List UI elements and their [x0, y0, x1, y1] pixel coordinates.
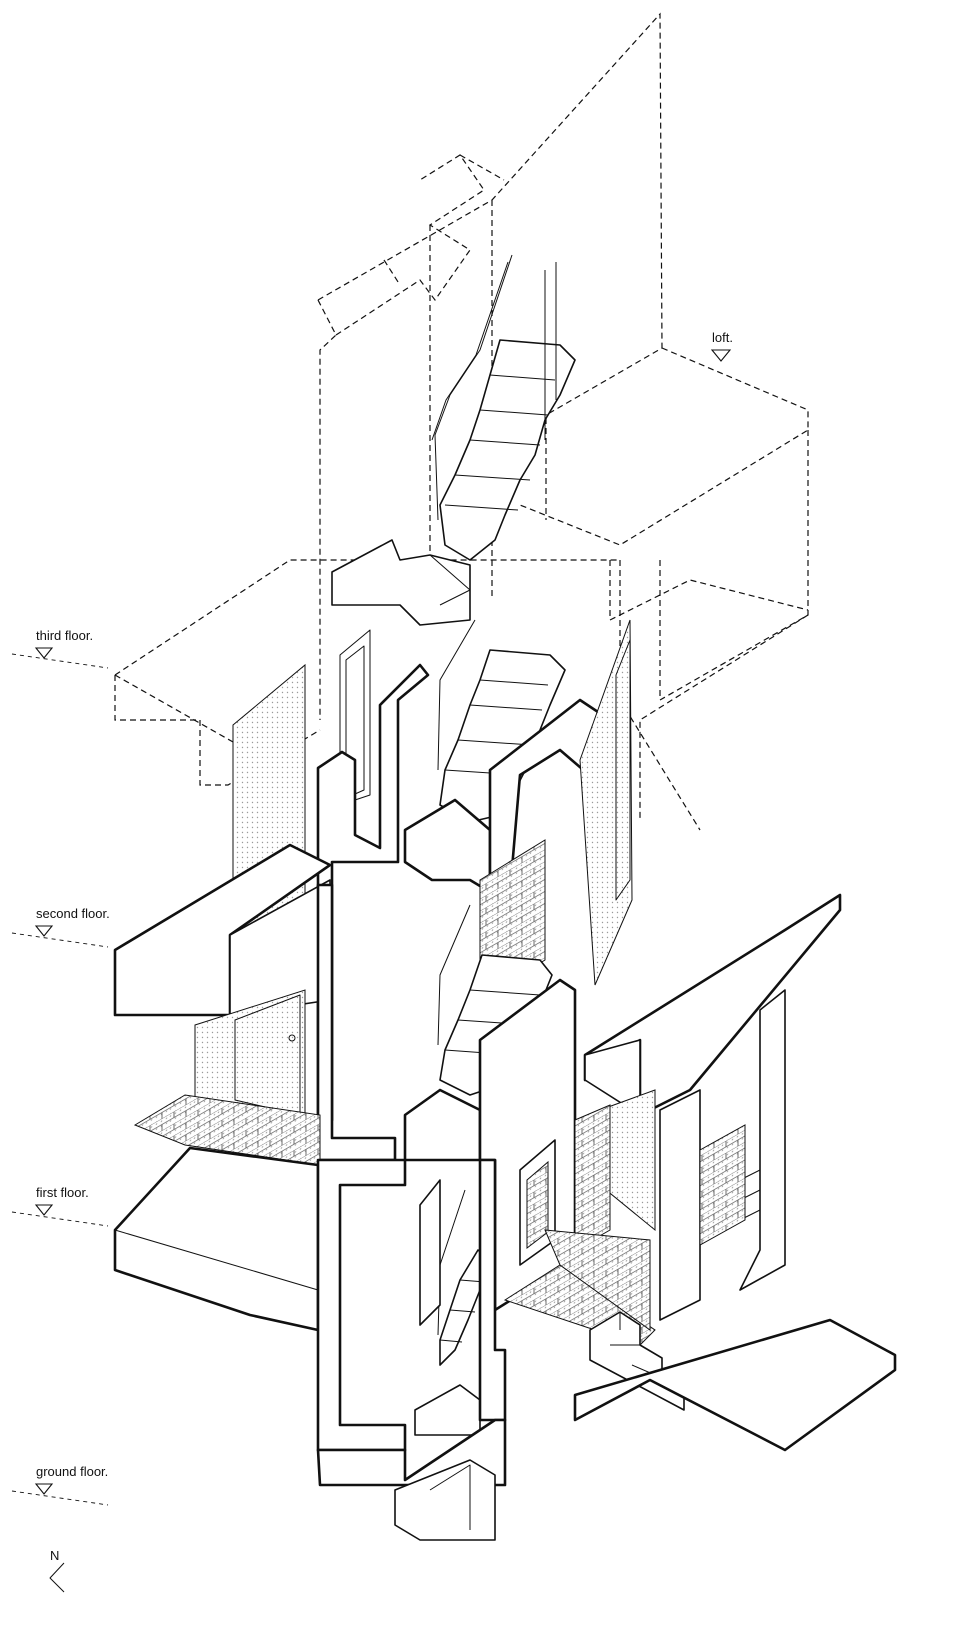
north-arrow-icon — [49, 1562, 65, 1593]
level-marker-icon — [34, 1483, 54, 1495]
level-loft: loft. — [710, 330, 733, 362]
right-extension-walls — [659, 989, 786, 1321]
brick-wall-left-plinth — [133, 1094, 321, 1166]
level-third-floor: third floor. — [11, 628, 109, 669]
loft-floor-dashed — [519, 347, 809, 701]
right-extension-floor-slab — [573, 1318, 897, 1452]
level-first-floor: first floor. — [11, 1185, 109, 1227]
level-label-second-floor: second floor. — [36, 906, 110, 921]
level-ground-floor: ground floor. — [11, 1464, 108, 1506]
level-marker-icon — [34, 1204, 54, 1216]
north-label: N — [50, 1548, 59, 1563]
level-marker-icon — [34, 925, 54, 937]
stair-upper-flight — [331, 254, 576, 626]
stair-first-flight — [414, 1189, 491, 1436]
third-floor-wall-section — [316, 663, 612, 1122]
level-label-first-floor: first floor. — [36, 1185, 89, 1200]
level-marker-icon — [710, 349, 732, 362]
foundation-plinth — [316, 1418, 507, 1541]
level-label-third-floor: third floor. — [36, 628, 93, 643]
first-floor-left-slab — [113, 1146, 320, 1332]
level-label-loft: loft. — [712, 330, 733, 345]
level-marker-icon — [34, 647, 54, 659]
north-arrow: N — [49, 1548, 65, 1593]
second-floor-balcony-slab — [113, 843, 332, 1017]
level-second-floor: second floor. — [11, 906, 110, 948]
level-label-ground-floor: ground floor. — [36, 1464, 108, 1479]
right-extension-glass — [599, 1089, 746, 1246]
right-extension-roof-slab — [583, 893, 842, 1117]
right-facade-window — [579, 619, 633, 986]
